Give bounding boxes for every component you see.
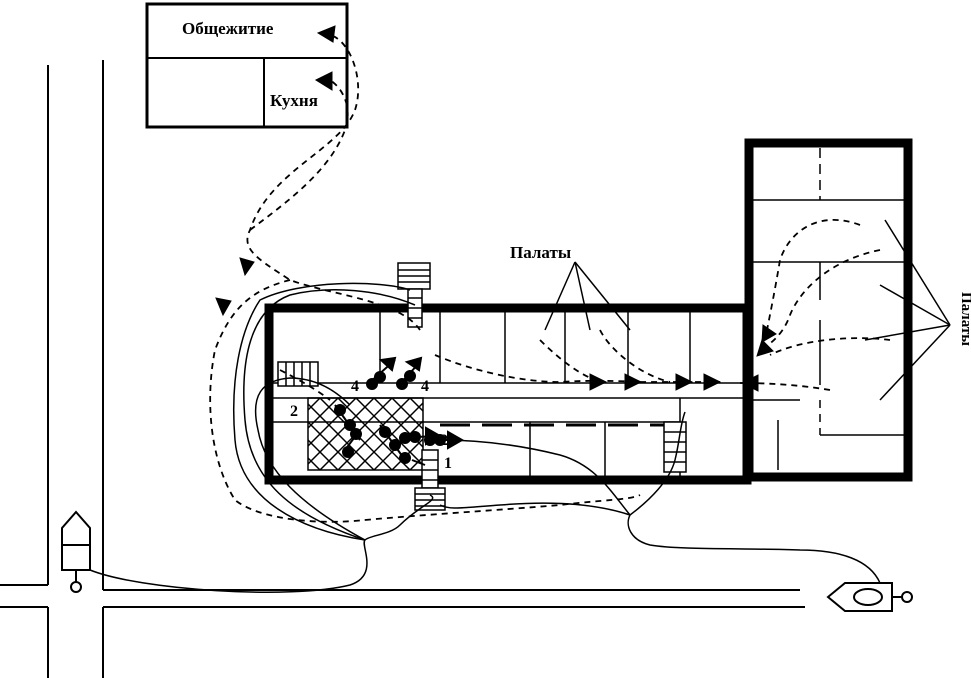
position-4a-label: 4 bbox=[351, 378, 359, 395]
position-4b-label: 4 bbox=[421, 378, 429, 395]
label-leaders bbox=[544, 219, 951, 401]
right-wing bbox=[744, 138, 913, 482]
hose-lines bbox=[89, 282, 881, 593]
position-2b-label: 2 bbox=[440, 432, 448, 449]
position-2a-label: 2 bbox=[290, 403, 298, 420]
wards-side-label: Палаты bbox=[958, 292, 971, 346]
ladder-top bbox=[397, 262, 431, 328]
dormitory-label: Общежитие bbox=[182, 19, 274, 38]
main-building bbox=[264, 303, 752, 485]
nozzle-positions bbox=[334, 356, 465, 466]
ladder-left bbox=[277, 361, 319, 387]
wards-main-label: Палаты bbox=[510, 243, 571, 262]
kitchen-label: Кухня bbox=[270, 91, 318, 110]
fire-engine-right-icon bbox=[826, 582, 913, 612]
dormitory-kitchen-building bbox=[145, 2, 349, 129]
position-1-label: 1 bbox=[444, 455, 452, 472]
fire-engine-left-icon bbox=[61, 510, 91, 593]
route-arrowheads bbox=[215, 25, 777, 392]
ladder-right bbox=[663, 421, 687, 473]
streets bbox=[0, 60, 805, 678]
ladder-bottom bbox=[414, 449, 446, 511]
